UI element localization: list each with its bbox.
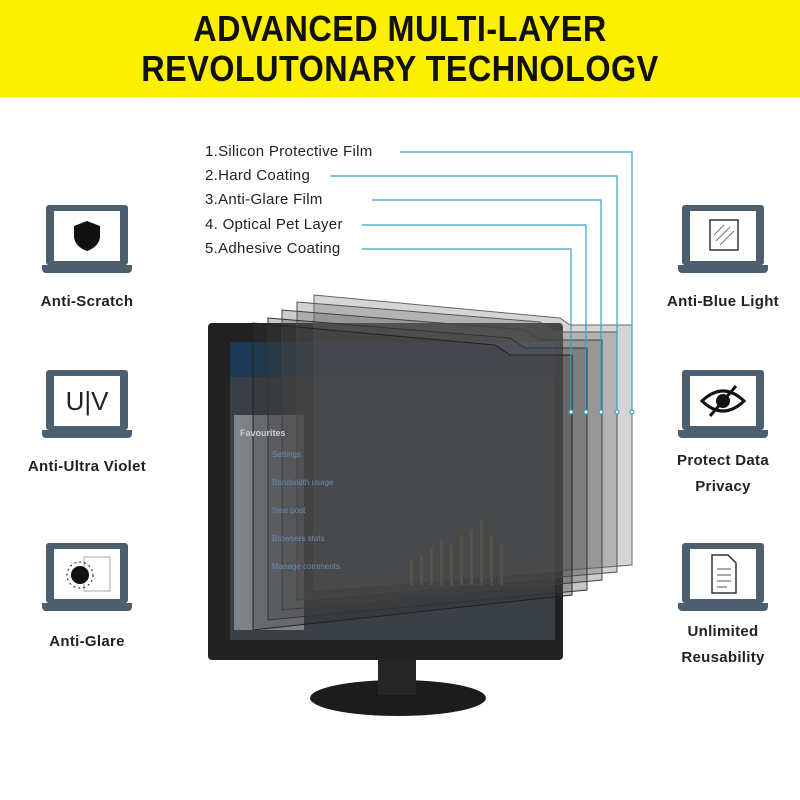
film-layer-4: [267, 317, 588, 621]
blue-light-icon: [709, 219, 739, 251]
feature-anti-scratch: Anti-Scratch: [0, 205, 177, 315]
header-banner: ADVANCED MULTI-LAYER REVOLUTONARY TECHNO…: [0, 0, 800, 97]
eye-slash-icon: [699, 385, 747, 417]
banner-title-line2: REVOLUTONARY TECHNOLOGV: [141, 48, 659, 89]
callout-lines: [330, 151, 635, 415]
feature-anti-glare: Anti-Glare: [0, 543, 177, 655]
screen-item: Settings: [272, 450, 301, 459]
layer-label-1: 1.Silicon Protective Film: [205, 143, 373, 160]
layer-label-4: 4. Optical Pet Layer: [205, 216, 343, 233]
feature-reusability: Unlimited Reusability: [633, 543, 800, 671]
film-layer-3: [281, 309, 603, 611]
screen-item: Bandwidth usage: [272, 478, 334, 487]
screen-item: Browsers stats: [272, 534, 325, 543]
glare-icon: [66, 556, 111, 592]
screen-item: Manage comments: [272, 562, 341, 571]
uv-icon: U|V: [54, 376, 120, 426]
layer-label-2: 2.Hard Coating: [205, 167, 311, 184]
film-layers: [252, 294, 633, 631]
screen-item: New post: [272, 506, 306, 515]
film-layer-5: [252, 322, 573, 631]
monitor-base: [310, 680, 486, 716]
shield-icon: [74, 221, 100, 251]
screen-sidebar-title: Favourites: [240, 428, 286, 438]
banner-title-line1: ADVANCED MULTI-LAYER: [193, 8, 607, 49]
feature-anti-uv: U|V Anti-Ultra Violet: [0, 370, 177, 480]
layer-label-5: 5.Adhesive Coating: [205, 240, 341, 257]
layer-label-3: 3.Anti-Glare Film: [205, 191, 323, 208]
feature-anti-blue-light: Anti-Blue Light: [633, 205, 800, 315]
feature-protect-privacy: Protect Data Privacy: [633, 370, 800, 500]
document-icon: [711, 554, 737, 594]
screen-chart: [410, 520, 503, 585]
